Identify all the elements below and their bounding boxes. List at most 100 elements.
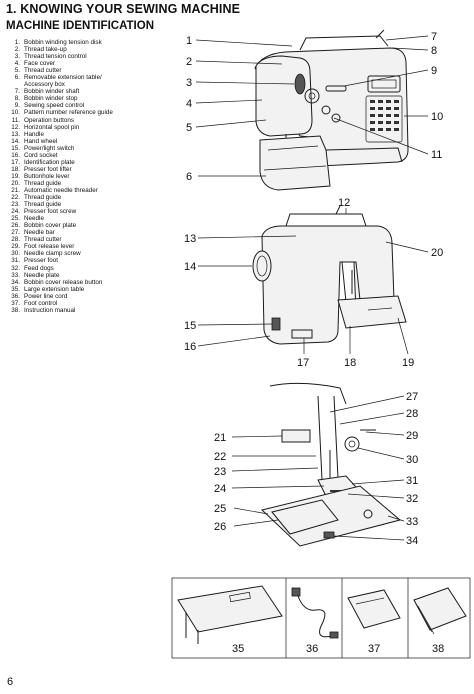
part-number: 33. [11,271,20,279]
callout-35: 35 [232,643,244,655]
parts-list-item: 27. Needle bar [6,229,176,236]
part-label: Needle plate [24,271,60,279]
callout-5: 5 [186,122,192,134]
part-label: Thread tension control [24,53,87,61]
part-label: Feed dogs [24,264,54,272]
callout-37: 37 [368,643,380,655]
parts-list-item: 22. Thread guide [6,194,176,201]
part-number: 22. [11,194,20,202]
callout-29: 29 [406,430,418,442]
part-number: 36. [11,292,20,300]
part-number: 28. [11,236,20,244]
part-number: 12. [11,123,20,131]
parts-list-item: 5. Thread cutter [6,67,176,74]
part-label: Pattern number reference guide [24,109,113,117]
part-label: Sewing speed control [24,102,85,110]
callout-19: 19 [402,357,414,369]
part-number: 1. [14,39,20,46]
part-number: 18. [11,165,20,173]
accessories-row [171,577,471,659]
part-number: 38. [11,306,20,314]
callout-34: 34 [406,535,418,547]
callout-20: 20 [431,247,443,259]
part-label: Thread take-up [24,46,67,54]
parts-list-item: 29.Foot release lever [6,243,176,250]
part-label: Thread guide [24,179,62,187]
callout-6: 6 [186,171,192,183]
parts-list-item: 18.Presser foot lifter [6,166,176,173]
part-number: 34. [11,278,20,286]
part-number: 14. [11,137,20,145]
parts-list-item: 6.Removable extension table/ [6,74,176,81]
callout-26: 26 [214,521,226,533]
part-label: Presser foot [24,257,58,265]
parts-list-item: 14.Hand wheel [6,138,176,145]
callout-33: 33 [406,516,418,528]
part-label: Bobbin winder shaft [24,88,80,96]
part-label: Foot control [24,299,58,307]
part-label: Needle [24,215,44,223]
part-label: Operation buttons [24,116,75,124]
part-label-continuation: Accessory box [24,81,65,89]
callout-32: 32 [406,493,418,505]
part-number: 16. [11,151,20,159]
part-number: 26. [11,222,20,230]
part-number: 20. [11,179,20,187]
parts-list-item: 11. Operation buttons [6,117,176,124]
part-number: 24. [11,208,20,216]
part-number: 25. [11,215,20,223]
callout-1: 1 [186,35,192,47]
parts-list-item: 24. Presser foot screw [6,208,176,215]
callout-10: 10 [431,111,443,123]
parts-list-item: 7.Bobbin winder shaft [6,88,176,95]
part-number: 19. [11,172,20,180]
part-label: Bobbin winding tension disk [24,39,102,46]
parts-list-item: 15.Power/light switch [6,145,176,152]
part-label: Face cover [24,60,56,68]
parts-list-item: 17.Identification plate [6,159,176,166]
callout-28: 28 [406,408,418,420]
part-number: 11. [11,116,20,124]
part-label: Thread guide [24,201,62,209]
callout-13: 13 [184,233,196,245]
part-label: Cord socket [24,151,58,159]
part-label: Thread cutter [24,67,62,75]
part-label: Removable extension table/ [24,74,102,82]
part-label: Needle bar [24,229,55,237]
part-number: 13. [11,130,20,138]
callout-36: 36 [306,643,318,655]
parts-list-item: 32.Feed dogs [6,265,176,272]
parts-list-item: 2.Thread take-up [6,46,176,53]
callout-23: 23 [214,466,226,478]
part-label: Thread guide [24,194,62,202]
part-number: 17. [11,158,20,166]
part-number: 27. [11,229,20,237]
part-label: Large extension table [24,285,85,293]
part-number: 29. [11,243,20,251]
callout-21: 21 [214,432,226,444]
machine-rear-view [252,205,407,345]
part-label: Bobbin winder stop [24,95,78,103]
callout-17: 17 [297,357,309,369]
part-number: 37. [11,299,20,307]
callout-9: 9 [431,65,437,77]
part-number: 30. [11,250,20,258]
part-number: 5. [14,67,20,75]
part-number: 8. [14,95,20,103]
part-label: Buttonhole lever [24,172,70,180]
callout-38: 38 [432,643,444,655]
part-label: Instruction manual [24,306,76,314]
parts-list-item: 4.Face cover [6,60,176,67]
callout-18: 18 [344,357,356,369]
callout-25: 25 [214,503,226,515]
parts-list-item: 12.Horizontal spool pin [6,124,176,131]
page-title: 1. KNOWING YOUR SEWING MACHINE [6,2,241,16]
parts-list-item: 33. Needle plate [6,272,176,279]
callout-27: 27 [406,391,418,403]
part-number: 9. [14,102,20,110]
callout-11: 11 [431,149,442,161]
part-label: Presser foot screw [24,208,77,216]
parts-list-item: 31.Presser foot [6,257,176,264]
parts-list-item: 3.Thread tension control [6,53,176,60]
